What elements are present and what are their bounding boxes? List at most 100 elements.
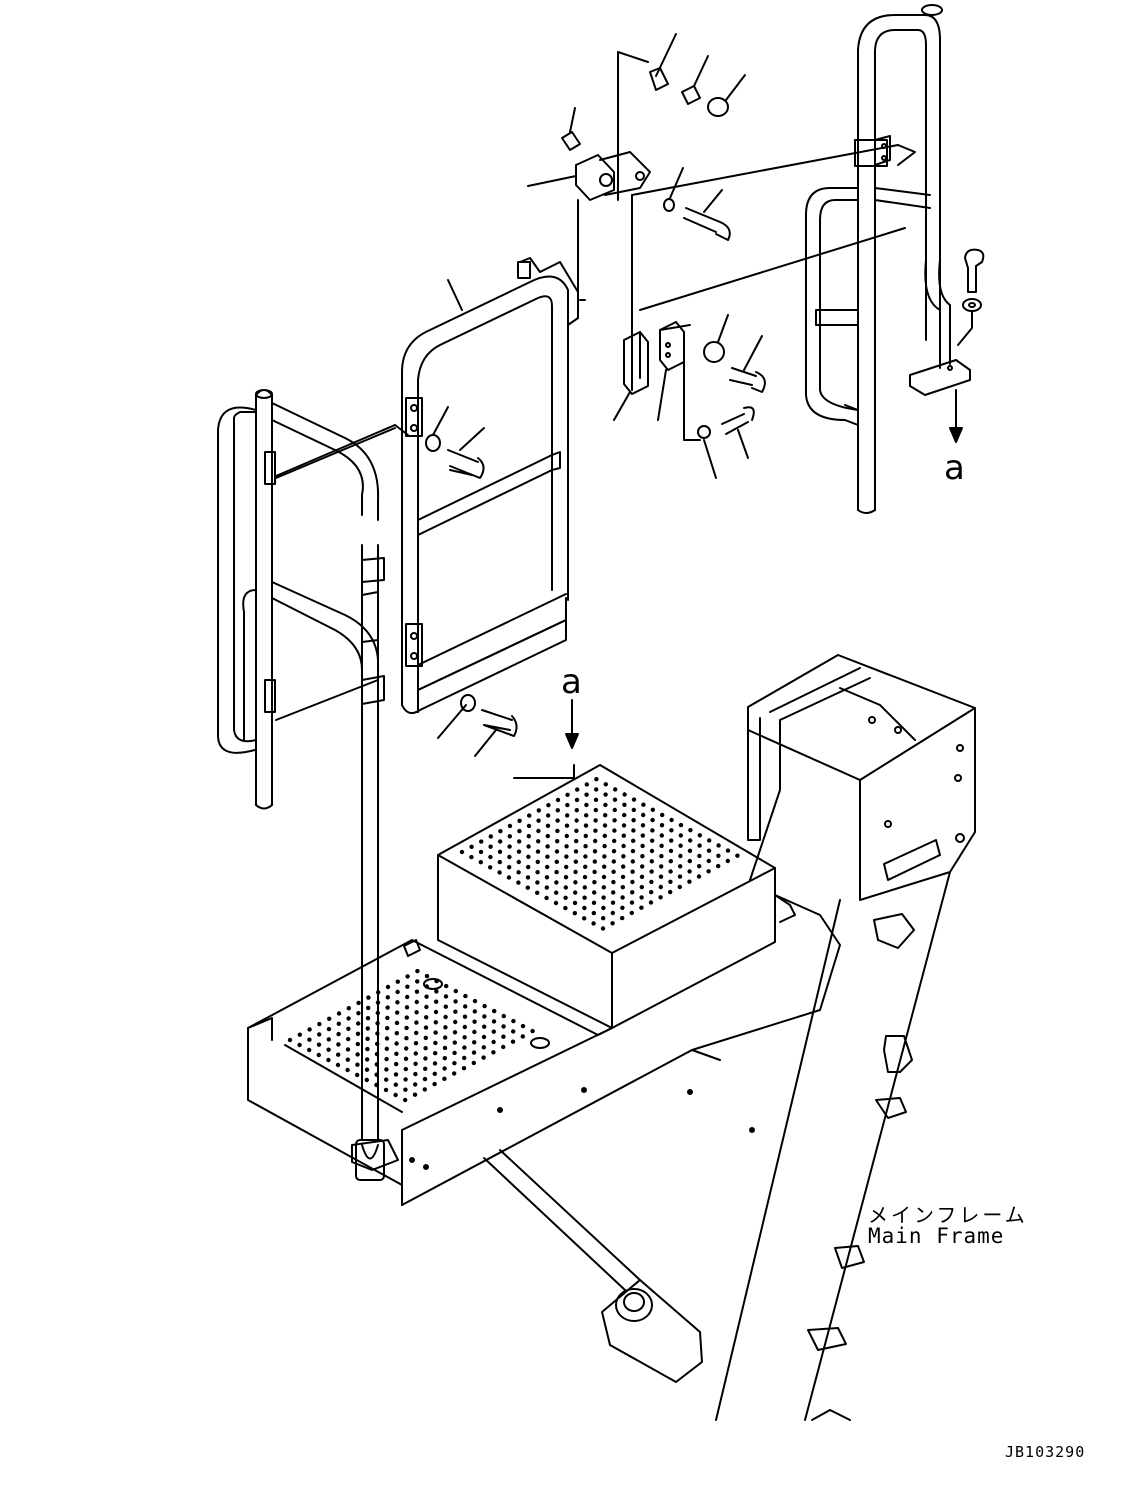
perforation-hole [461, 1066, 467, 1071]
perforation-hole [501, 1034, 506, 1039]
perforation-hole [394, 1020, 400, 1026]
perforation-hole [507, 844, 512, 849]
perforation-hole [336, 1021, 341, 1026]
perforation-hole [640, 864, 645, 869]
perforation-hole [424, 994, 429, 999]
perforation-hole [630, 879, 635, 885]
perforation-hole [506, 875, 512, 880]
perforation-hole [356, 1021, 361, 1026]
perforation-hole [404, 1046, 409, 1051]
perforation-hole [706, 869, 711, 874]
perforation-hole [346, 1036, 351, 1042]
perforation-hole [535, 880, 540, 885]
perforation-hole [443, 1004, 448, 1009]
perforation-hole [415, 979, 420, 984]
perforation-hole [668, 848, 674, 854]
perforation-hole [574, 838, 579, 844]
perforation-hole [688, 828, 693, 833]
perforation-hole [574, 818, 579, 823]
perforation-hole [478, 849, 484, 855]
perforation-hole [365, 1036, 370, 1042]
perforation-hole [517, 818, 522, 823]
perforation-hole [629, 910, 634, 916]
perforation-hole [355, 1052, 360, 1057]
perforation-hole [603, 792, 608, 797]
perforation-hole [471, 1050, 477, 1055]
perforation-hole [631, 797, 637, 802]
gate-door[interactable] [401, 257, 579, 715]
latch-assembly [527, 33, 899, 391]
perforation-hole [374, 1082, 379, 1088]
perforation-hole [555, 839, 560, 844]
perforation-hole [639, 895, 644, 900]
perforation-hole [433, 1020, 438, 1025]
support-strut [483, 1149, 703, 1383]
perforation-hole [501, 1024, 506, 1029]
perforation-hole [650, 838, 655, 843]
perforation-hole [516, 870, 521, 875]
perforation-hole [413, 1071, 418, 1077]
perforation-hole [511, 1018, 516, 1024]
perforation-hole [395, 1010, 400, 1015]
perforation-hole [414, 1030, 419, 1036]
perforation-hole [659, 823, 665, 828]
perforation-hole [526, 864, 531, 870]
perforation-hole [564, 844, 569, 849]
perforation-hole [423, 1066, 428, 1072]
perforation-hole [648, 900, 654, 905]
perforation-hole [395, 989, 400, 995]
perforation-hole [554, 880, 559, 885]
perforation-hole [452, 1040, 457, 1045]
perforation-hole [620, 885, 625, 890]
perforation-hole [404, 1036, 409, 1041]
perforation-hole [327, 1016, 332, 1021]
perforation-hole [403, 1097, 408, 1103]
perforation-hole [526, 844, 531, 849]
perforation-hole [405, 984, 410, 989]
perforation-hole [554, 890, 559, 895]
perforation-hole [316, 1042, 322, 1047]
perforation-hole [443, 1035, 448, 1040]
perforation-hole [611, 869, 616, 874]
perforation-hole [481, 1045, 486, 1050]
main-frame-label-jp: メインフレーム [868, 1203, 1028, 1227]
perforation-hole [412, 1092, 418, 1097]
perforation-hole [336, 1011, 342, 1016]
perforation-hole [687, 879, 692, 884]
perforation-hole [601, 885, 606, 890]
perforation-hole [403, 1066, 408, 1072]
perforation-hole [601, 916, 606, 921]
perforation-hole [297, 1042, 302, 1048]
perforation-hole [611, 890, 616, 895]
perforation-hole [326, 1057, 331, 1063]
perforation-hole [356, 1000, 361, 1006]
perforation-hole [497, 849, 503, 854]
perforation-hole [621, 823, 627, 828]
perforation-hole [443, 994, 449, 999]
perforation-hole [432, 1061, 438, 1066]
perforation-hole [650, 828, 655, 833]
perforation-hole [414, 989, 420, 994]
perforation-hole [395, 1000, 400, 1005]
perforation-hole [403, 1087, 408, 1092]
perforation-hole [326, 1026, 332, 1032]
perforation-hole [463, 993, 468, 999]
perforation-hole [365, 1046, 370, 1052]
perforation-hole [565, 802, 570, 808]
perforation-hole [545, 823, 551, 828]
perforation-hole [610, 921, 615, 926]
perforation-hole [413, 1061, 418, 1067]
perforation-hole [650, 817, 655, 823]
perforation-hole [345, 1047, 351, 1052]
perforation-hole [422, 1076, 428, 1082]
view-a-label-right: a [944, 448, 966, 488]
perforation-hole [374, 1072, 379, 1077]
perforation-hole [582, 885, 587, 890]
perforation-hole [414, 999, 419, 1005]
perforation-hole [403, 1077, 408, 1082]
perforation-hole [612, 838, 617, 844]
perforation-hole [498, 839, 503, 844]
perforation-hole [469, 844, 474, 849]
perforation-hole [385, 984, 391, 990]
perforation-hole [555, 828, 560, 834]
